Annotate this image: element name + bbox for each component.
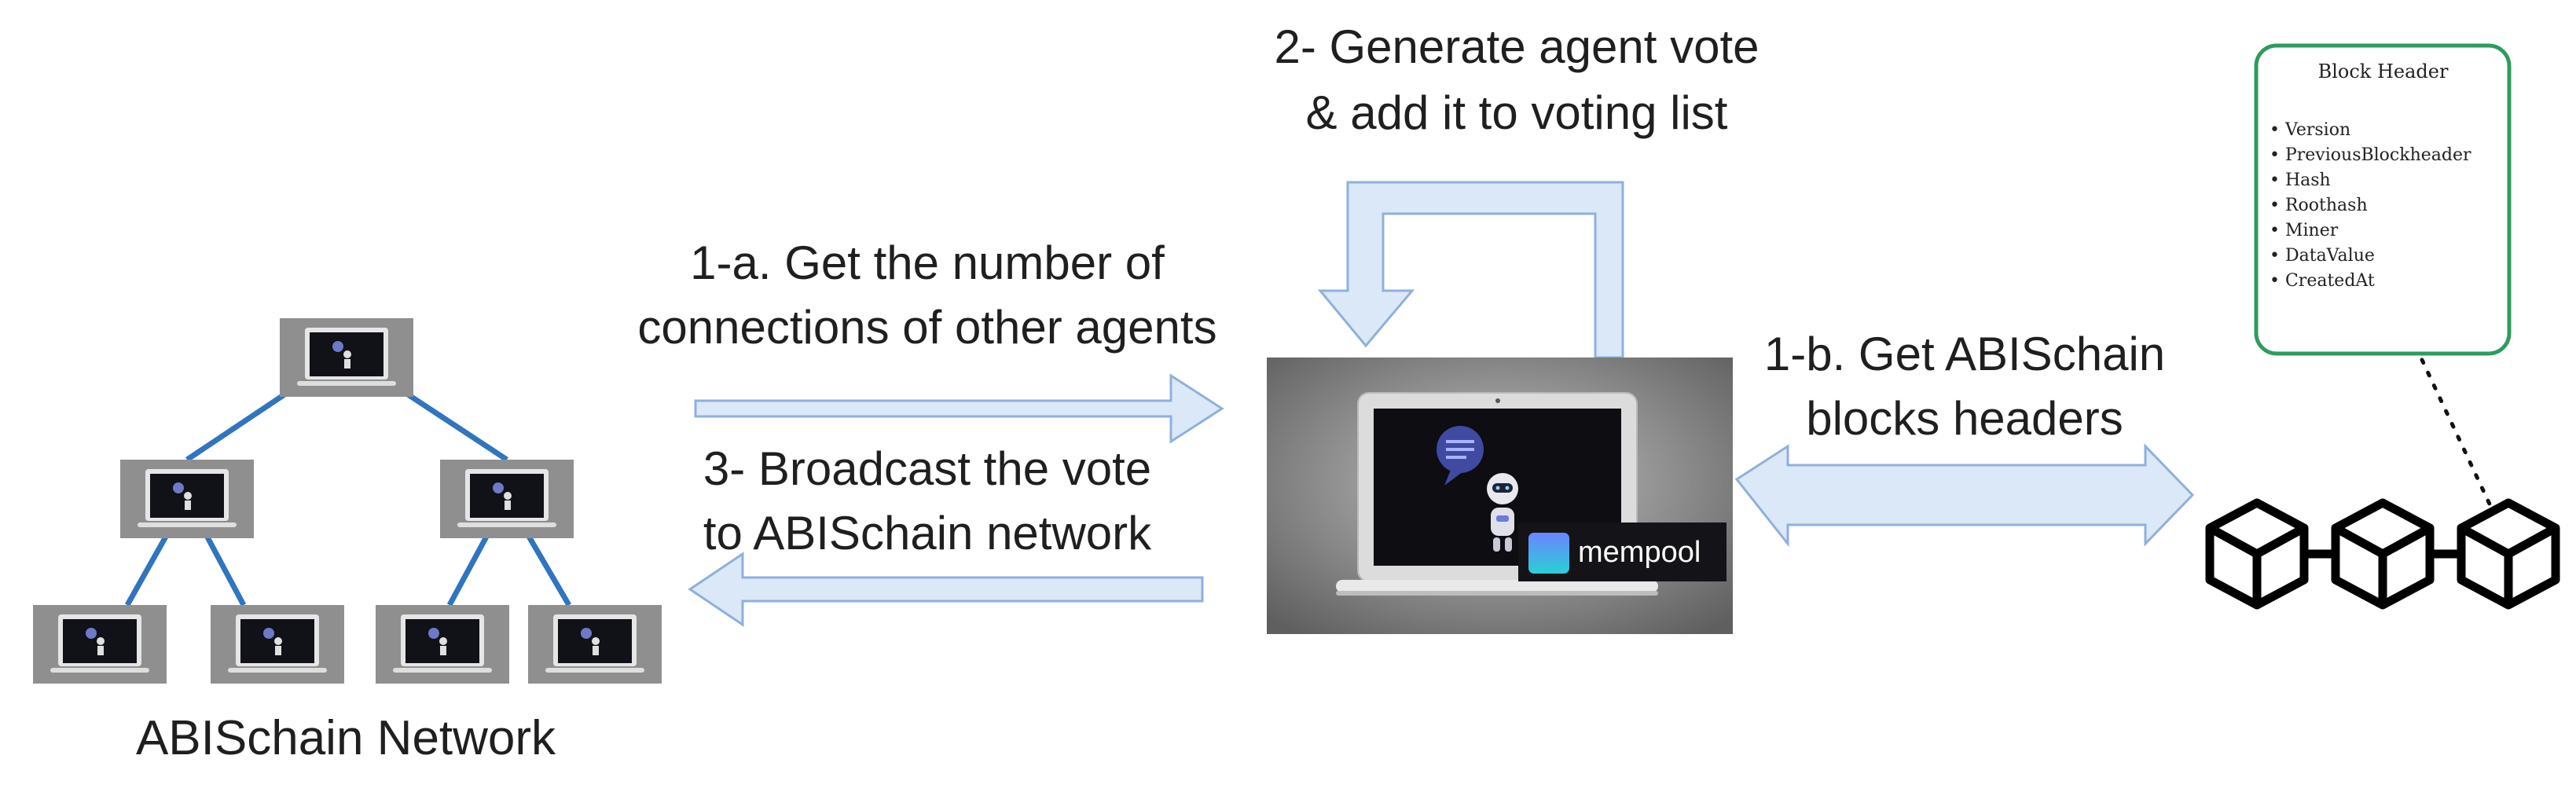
step-2-line1: 2- Generate agent vote <box>1274 20 1760 73</box>
block-cube <box>2457 498 2560 610</box>
step-1b-line1: 1-b. Get ABISchain <box>1763 328 2166 380</box>
arrow-2-loop <box>1317 181 1624 359</box>
step-1b-line2: blocks headers <box>1806 392 2123 445</box>
arrow-3 <box>688 552 1204 627</box>
robot-icon <box>1487 473 1518 552</box>
network-node[interactable] <box>211 605 344 684</box>
network-node-root[interactable] <box>280 318 413 397</box>
step-3-label: 3- Broadcast the vote to ABISchain netwo… <box>605 437 1249 566</box>
blockchain-icon <box>2205 498 2560 610</box>
arrow-1a <box>694 373 1224 444</box>
mempool-label: mempool <box>1578 536 1701 569</box>
block-header-field-list: • Version • PreviousBlockheader • Hash • Ro… <box>2270 118 2505 294</box>
network-node[interactable] <box>528 605 662 684</box>
step-3-line1: 3- Broadcast the vote <box>703 442 1152 495</box>
block-header-field: • PreviousBlockheader <box>2270 145 2471 165</box>
block-header-field: • CreatedAt <box>2270 271 2375 291</box>
block-header-card <box>2254 43 2512 356</box>
step-2-label: 2- Generate agent vote & add it to votin… <box>1179 14 1855 146</box>
step-3-line2: to ABISchain network <box>703 507 1152 559</box>
block-header-field: • DataValue <box>2270 246 2375 266</box>
chat-bubble-icon <box>1437 426 1484 486</box>
mempool-icon <box>1528 533 1569 574</box>
network-label: ABISchain Network <box>135 711 556 765</box>
arrow-1b <box>1734 443 2195 548</box>
block-cube <box>2331 498 2435 610</box>
network-node[interactable] <box>33 605 167 684</box>
network-node[interactable] <box>440 460 574 538</box>
card-connector <box>2420 358 2495 513</box>
block-header-field: • Roothash <box>2270 196 2368 215</box>
block-header-title: Block Header <box>2317 60 2449 82</box>
block-cube <box>2205 498 2309 610</box>
network-tree <box>33 318 662 684</box>
step-1b-label: 1-b. Get ABISchain blocks headers <box>1697 322 2232 451</box>
block-header-field: • Hash <box>2270 170 2331 190</box>
mempool-badge[interactable] <box>1518 522 1727 581</box>
network-node[interactable] <box>376 605 509 684</box>
step-1a-line1: 1-a. Get the number of <box>690 236 1165 289</box>
block-header-field: • Miner <box>2270 221 2339 240</box>
network-node[interactable] <box>120 460 254 538</box>
block-header-field: • Version <box>2270 120 2351 140</box>
agent-laptop[interactable] <box>1267 358 1733 634</box>
step-1a-label: 1-a. Get the number of connections of ot… <box>542 231 1312 360</box>
step-2-line2: & add it to voting list <box>1305 86 1728 139</box>
step-1a-line2: connections of other agents <box>637 301 1217 354</box>
